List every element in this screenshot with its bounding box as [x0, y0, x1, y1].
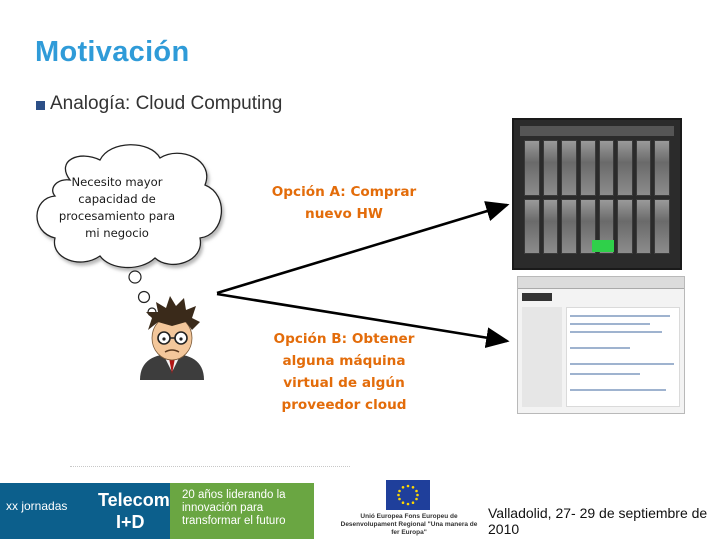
content-line	[570, 389, 666, 391]
browser-content	[566, 307, 680, 407]
option-a-text: Opción A: Comprar nuevo HW	[271, 184, 417, 222]
footer-logo-green	[170, 483, 314, 539]
blade	[579, 198, 596, 254]
server-top-panel	[520, 126, 674, 136]
browser-sidebar	[522, 307, 562, 407]
content-line	[570, 331, 662, 333]
telecom-logo-text: Telecom	[98, 490, 170, 510]
jornadas-label: xx jornadas	[6, 499, 68, 513]
venue-date-text: Valladolid, 27- 29 de septiembre de 2010	[488, 505, 708, 537]
eu-caption: Unió Europea Fons Europeu de Desenvolupa…	[340, 513, 478, 536]
slide-title: Motivación	[35, 36, 190, 68]
browser-toolbar	[518, 277, 684, 289]
blade	[617, 198, 633, 254]
bullet-text: Analogía: Cloud Computing	[50, 93, 283, 114]
blade	[579, 140, 596, 196]
eu-flag-icon	[386, 480, 430, 510]
blade	[598, 140, 615, 196]
blade	[654, 198, 670, 254]
thought-bubbles-icon	[128, 270, 157, 317]
blade	[654, 140, 670, 196]
thought-cloud-icon	[36, 144, 222, 269]
option-b-text: Opción B: Obtener alguna máquina virtual…	[273, 331, 415, 413]
content-line	[570, 373, 640, 375]
blade	[635, 198, 652, 254]
imasd-logo-text: I+D	[116, 512, 145, 532]
browser-logo	[522, 293, 552, 301]
blade	[542, 140, 559, 196]
blade	[561, 140, 577, 196]
anniversary-text: 20 años liderando la innovación para tra…	[182, 489, 286, 527]
thought-text: Necesito mayor capacidad de procesamient…	[58, 175, 176, 240]
blade	[617, 140, 633, 196]
bullet-square-icon	[36, 100, 45, 110]
content-line	[570, 347, 630, 349]
footer-divider	[70, 466, 350, 467]
blade	[635, 140, 652, 196]
server-blades	[524, 140, 670, 254]
content-line	[570, 323, 650, 325]
blade	[524, 140, 540, 196]
blade	[524, 198, 540, 254]
bullet-item: Analogía: Cloud Computing	[36, 93, 282, 115]
content-line	[570, 363, 674, 365]
server-status-led	[592, 240, 614, 252]
cloud-console-screenshot	[517, 276, 685, 414]
blade-server-image	[512, 118, 682, 270]
arrow-option-b	[216, 292, 510, 348]
arrow-option-a	[216, 201, 510, 295]
thinking-person-icon	[140, 296, 204, 380]
blade	[542, 198, 559, 254]
content-line	[570, 315, 670, 317]
blade	[561, 198, 577, 254]
